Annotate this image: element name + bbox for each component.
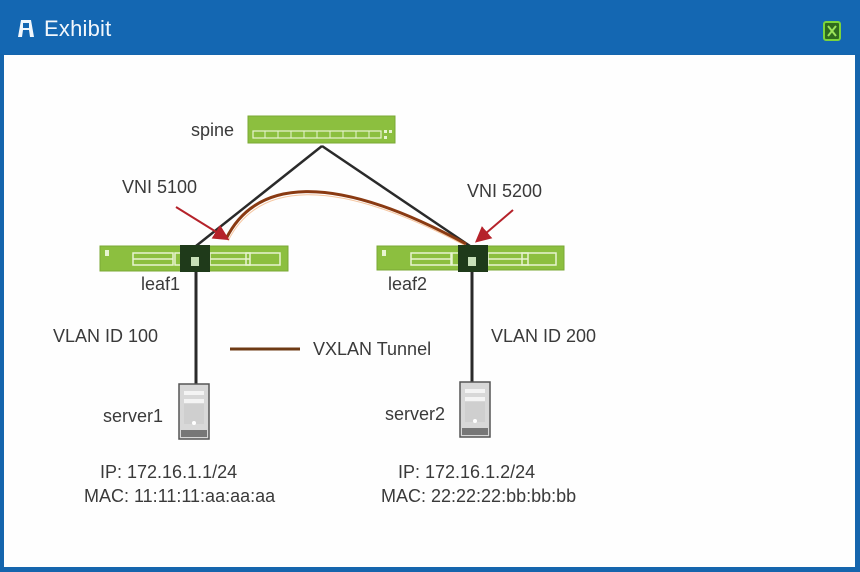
leaf1-switch[interactable] bbox=[99, 245, 289, 272]
exhibit-icon bbox=[16, 18, 36, 38]
server2-icon[interactable] bbox=[459, 381, 491, 438]
server1-mac: MAC: 11:11:11:aa:aa:aa bbox=[84, 486, 276, 506]
leaf2-label: leaf2 bbox=[388, 274, 428, 294]
spine-switch[interactable] bbox=[247, 115, 396, 144]
server1-label: server1 bbox=[103, 406, 164, 426]
server1-ip: IP: 172.16.1.1/24 bbox=[100, 462, 238, 482]
vlan-100-label: VLAN ID 100 bbox=[53, 326, 159, 346]
vni-5200-label: VNI 5200 bbox=[467, 181, 543, 201]
server2-ip: IP: 172.16.1.2/24 bbox=[398, 462, 536, 482]
close-button[interactable] bbox=[823, 21, 841, 41]
server2-label: server2 bbox=[385, 404, 446, 424]
vxlan-tunnel-glow bbox=[227, 194, 467, 247]
vlan-200-label: VLAN ID 200 bbox=[491, 326, 597, 346]
leaf2-switch[interactable] bbox=[376, 245, 565, 272]
close-icon bbox=[827, 25, 837, 37]
vxlan-tunnel-path bbox=[224, 190, 467, 246]
leaf1-label: leaf1 bbox=[141, 274, 181, 294]
diagram-canvas: spine VNI 5100 VNI 5200 leaf1 leaf2 VLAN… bbox=[4, 55, 855, 567]
spine-label: spine bbox=[191, 120, 235, 140]
link-spine-leaf2 bbox=[321, 144, 471, 248]
server1-icon[interactable] bbox=[178, 383, 210, 440]
server2-mac: MAC: 22:22:22:bb:bb:bb bbox=[381, 486, 577, 506]
vni-5100-label: VNI 5100 bbox=[122, 177, 198, 197]
network-diagram bbox=[99, 115, 565, 440]
title-bar: Exhibit bbox=[0, 0, 860, 54]
legend-vxlan-label: VXLAN Tunnel bbox=[313, 339, 432, 359]
vni-5200-arrow bbox=[474, 209, 514, 243]
window-title: Exhibit bbox=[44, 16, 112, 41]
vni-5100-arrow bbox=[175, 206, 230, 241]
